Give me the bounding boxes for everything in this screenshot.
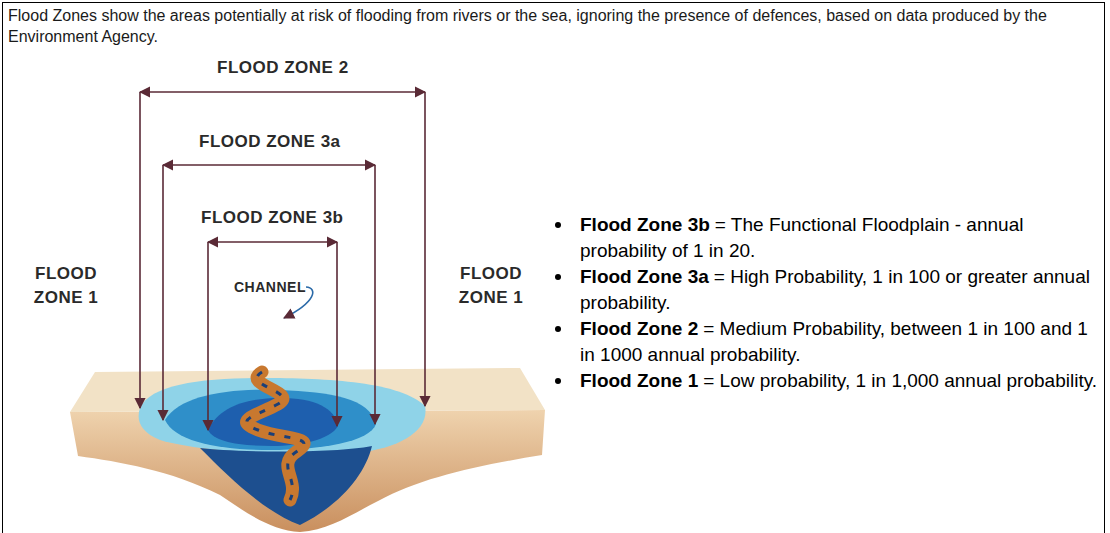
- zone-label: FLOOD ZONE 3b: [201, 208, 344, 228]
- bullet: [555, 378, 561, 384]
- intro-note: Flood Zones show the areas potentially a…: [8, 5, 1098, 47]
- definition-list: Flood Zone 3b= The Functional Floodplain…: [580, 212, 1098, 394]
- bullet: [555, 222, 561, 228]
- zone-definition: = Low probability, 1 in 1,000 annual pro…: [703, 370, 1097, 391]
- zone-term: Flood Zone 3b: [580, 214, 710, 235]
- zone-term: Flood Zone 1: [580, 370, 698, 391]
- channel-flow: [247, 372, 304, 500]
- definition-item: Flood Zone 2= Medium Probability, betwee…: [580, 316, 1098, 368]
- zone-label: FLOOD ZONE 3a: [199, 132, 341, 152]
- zone-label: FLOOD ZONE 1: [30, 262, 102, 310]
- zone3a-water: [165, 390, 376, 450]
- zone2-left: [139, 92, 141, 408]
- definition-item: Flood Zone 3a= High Probability, 1 in 10…: [580, 264, 1098, 316]
- zone-term: Flood Zone 2: [580, 318, 698, 339]
- zone3a-span: [163, 164, 375, 166]
- definition-item: Flood Zone 1= Low probability, 1 in 1,00…: [580, 368, 1098, 394]
- river-channel: [247, 372, 304, 500]
- zone-label: FLOOD ZONE 1: [455, 262, 527, 310]
- bullet: [555, 274, 561, 280]
- zone3a-right: [374, 165, 376, 424]
- zone3b-span: [208, 241, 337, 243]
- zone2-right: [424, 92, 426, 406]
- zone-label: FLOOD ZONE 2: [217, 58, 349, 78]
- zone3b-left: [207, 242, 209, 430]
- zone-term: Flood Zone 3a: [580, 266, 709, 287]
- bullet: [555, 326, 561, 332]
- channel-label: CHANNEL: [234, 279, 306, 295]
- zone2-span: [140, 91, 425, 93]
- zone3b-right: [336, 242, 338, 426]
- zone3a-left: [162, 165, 164, 420]
- definition-item: Flood Zone 3b= The Functional Floodplain…: [580, 212, 1098, 264]
